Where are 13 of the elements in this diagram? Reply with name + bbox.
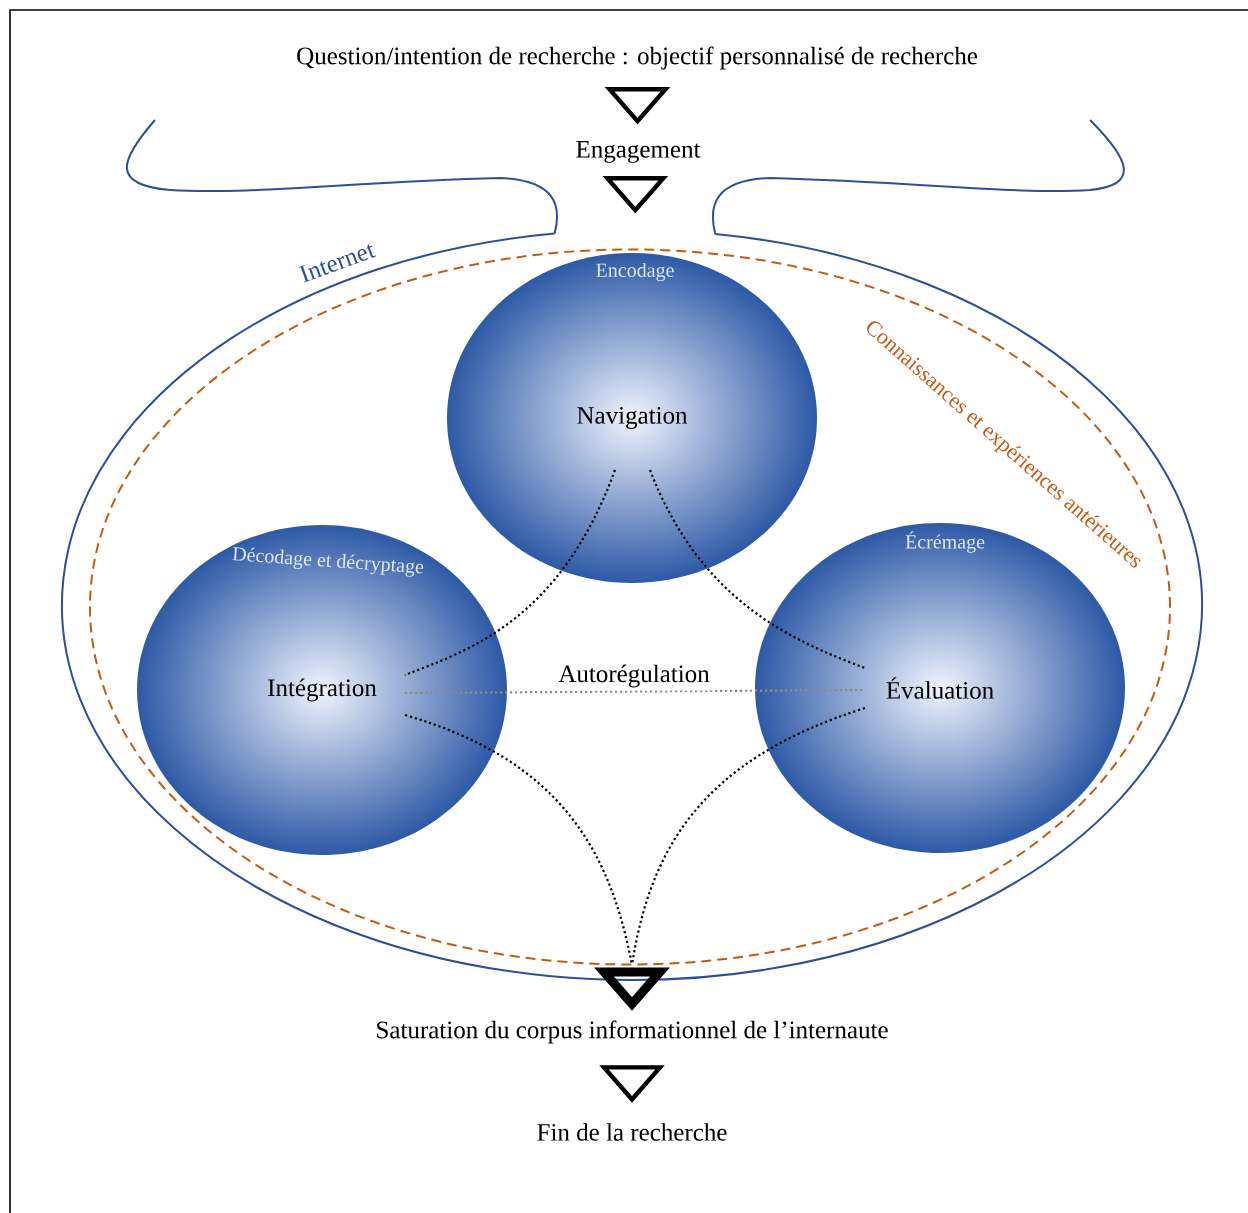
sphere: Écrémage Évaluation <box>886 531 994 699</box>
dotted-curve <box>649 469 866 670</box>
funnel-ellipse <box>61 119 1204 981</box>
edge-label: Autorégulation <box>555 661 713 691</box>
dotted-curve <box>404 469 617 676</box>
text-label: Question/intention de recherche : objectif personnalisé de recherche <box>297 46 978 70</box>
dotted-curve <box>405 688 865 695</box>
text-label: Saturation du corpus informationnel de l’internaute <box>377 1020 888 1044</box>
sphere: Encodage Navigation <box>577 262 688 429</box>
ellipse-label: Internet <box>298 244 376 283</box>
sphere: Décodage et décryptage Intégration <box>232 547 424 702</box>
dotted-curve <box>404 713 634 966</box>
text-label: Fin de la recherche <box>537 1123 727 1141</box>
